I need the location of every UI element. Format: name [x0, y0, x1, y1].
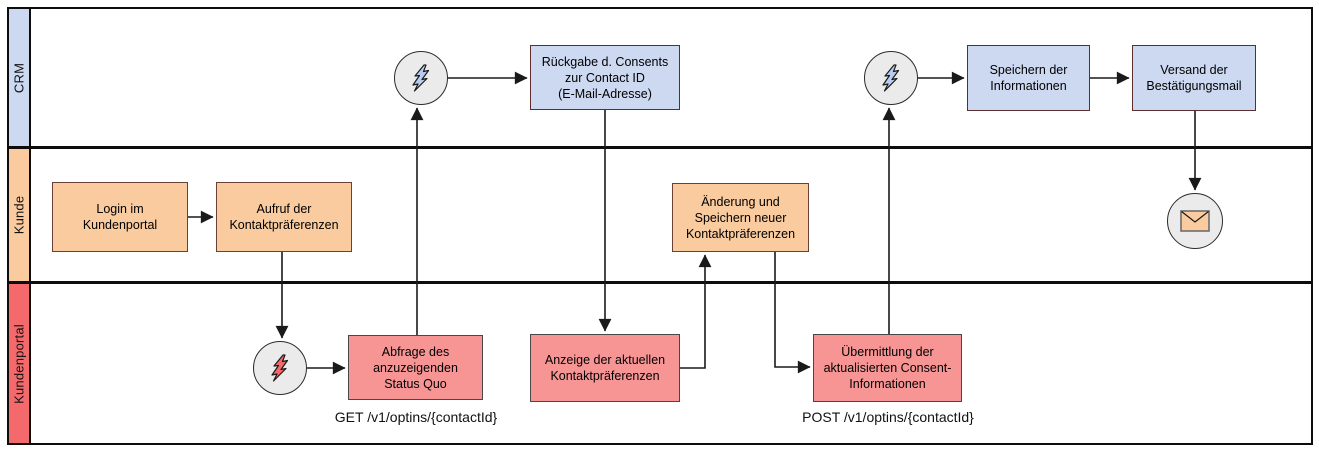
lane-kundenportal: Kundenportal: [9, 284, 1311, 443]
kundenportal-event: [253, 341, 307, 395]
task-login-kundenportal: Login im Kundenportal: [52, 182, 188, 252]
envelope-icon: [1180, 210, 1210, 232]
task-anzeige-kontaktpraeferenzen: Anzeige der aktuellen Kontaktpräferenzen: [530, 334, 680, 402]
mail-event: [1167, 193, 1223, 249]
lightning-icon: [271, 354, 289, 382]
process-pool: CRM Kunde Kundenportal: [7, 7, 1313, 445]
lane-header-crm: CRM: [9, 9, 31, 146]
lane-crm: CRM: [9, 9, 1311, 149]
task-rueckgabe-consents: Rückgabe d. Consents zur Contact ID (E-M…: [530, 45, 680, 110]
lane-kunde: Kunde: [9, 149, 1311, 284]
crm-event-2: [864, 51, 918, 105]
task-versand-bestaetigungsmail: Versand der Bestätigungsmail: [1132, 45, 1256, 111]
task-speichern-informationen: Speichern der Informationen: [967, 45, 1090, 111]
task-uebermittlung-consent: Übermittlung der aktualisierten Consent-…: [813, 334, 962, 402]
lightning-icon: [882, 64, 900, 92]
lane-label-crm: CRM: [11, 62, 27, 93]
crm-event-1: [394, 51, 448, 105]
lane-label-kunde: Kunde: [11, 195, 27, 235]
get-endpoint-label: GET /v1/optins/{contactId}: [334, 409, 498, 425]
task-aufruf-kontaktpraeferenzen: Aufruf der Kontaktpräferenzen: [216, 182, 352, 252]
lane-header-kundenportal: Kundenportal: [9, 284, 31, 443]
task-aenderung-speichern: Änderung und Speichern neuer Kontaktpräf…: [672, 183, 809, 252]
lane-header-kunde: Kunde: [9, 149, 31, 281]
lane-label-kundenportal: Kundenportal: [11, 323, 27, 404]
task-abfrage-status-quo: Abfrage des anzuzeigenden Status Quo: [348, 335, 483, 400]
lightning-icon: [412, 64, 430, 92]
post-endpoint-label: POST /v1/optins/{contactId}: [802, 409, 974, 425]
